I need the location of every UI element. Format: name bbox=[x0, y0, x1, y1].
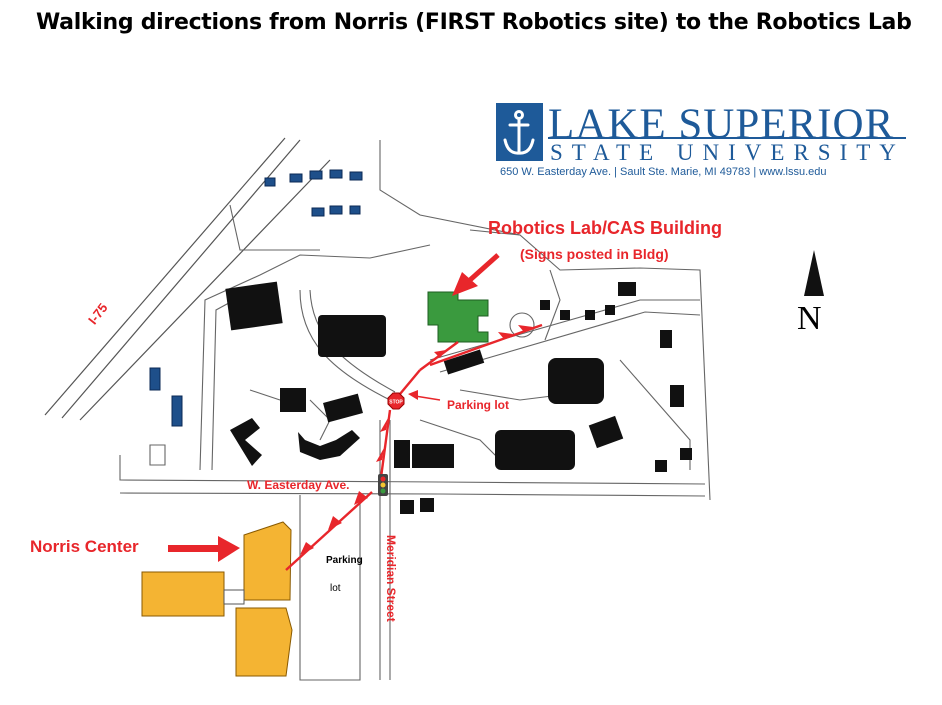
lssu-logo bbox=[496, 103, 906, 161]
robotics-lab-label: Robotics Lab/CAS Building bbox=[488, 218, 722, 238]
walking-route bbox=[285, 323, 543, 571]
robotics-lab-building bbox=[427, 291, 489, 343]
page-title: Walking directions from Norris (FIRST Ro… bbox=[36, 10, 912, 35]
pointer-arrows bbox=[168, 253, 500, 562]
highway-i75 bbox=[44, 137, 331, 421]
logo-university-name: LAKE SUPERIOR bbox=[548, 101, 895, 148]
norris-center-building bbox=[141, 521, 293, 677]
anchor-icon bbox=[503, 110, 535, 155]
stop-sign-icon: STOP bbox=[387, 392, 405, 410]
north-label: N bbox=[797, 300, 822, 337]
traffic-light-icon bbox=[378, 474, 388, 496]
parking-lot-south-label-1: Parking bbox=[326, 555, 363, 566]
stop-sign-text: STOP bbox=[389, 400, 403, 406]
signs-posted-label: (Signs posted in Bldg) bbox=[520, 246, 669, 262]
easterday-ave-label: W. Easterday Ave. bbox=[247, 478, 350, 492]
parking-lot-south-label-2: lot bbox=[330, 583, 341, 594]
logo-university-subtitle: STATE UNIVERSITY bbox=[550, 140, 905, 165]
parking-lot-north-label: Parking lot bbox=[447, 398, 510, 412]
norris-center-label: Norris Center bbox=[30, 537, 139, 556]
dorm-buildings bbox=[149, 169, 363, 427]
campus-buildings bbox=[225, 281, 692, 514]
logo-address: 650 W. Easterday Ave. | Sault Ste. Marie… bbox=[500, 166, 827, 178]
north-arrow-icon bbox=[804, 250, 824, 296]
meridian-street-label: Meridian Street bbox=[384, 535, 398, 622]
